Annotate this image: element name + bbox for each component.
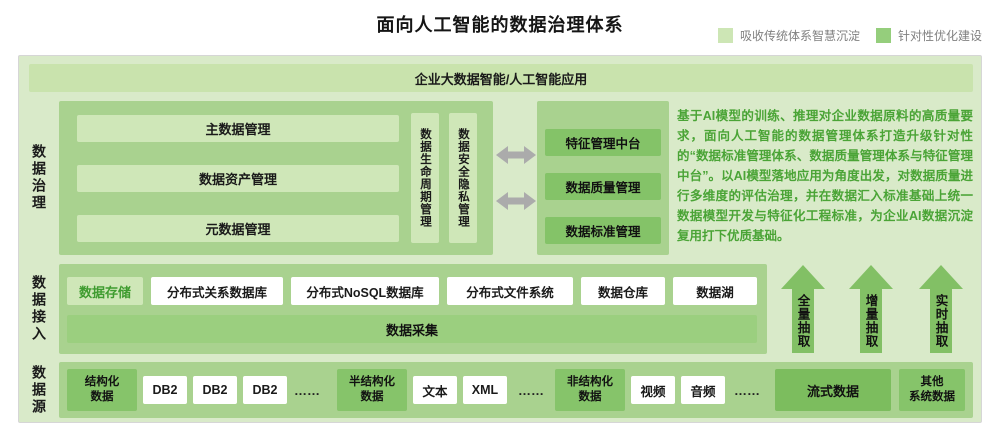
video-box: 视频	[631, 376, 675, 404]
data-asset-management-box: 数据资产管理	[77, 165, 399, 192]
governance-optimized-panel: 特征管理中台 数据质量管理 数据标准管理	[537, 101, 669, 255]
section-label-access: 数据接入	[27, 264, 51, 354]
application-layer-bar: 企业大数据智能/人工智能应用	[29, 64, 973, 92]
arrow-shaft: 实时抽取	[930, 289, 952, 353]
arrow-head	[849, 265, 893, 289]
ellipsis: ……	[734, 382, 760, 398]
governance-traditional-panel: 主数据管理 数据资产管理 元数据管理 数据生命周期管理 数据安全隐私管理	[59, 101, 493, 255]
data-quality-management-box: 数据质量管理	[545, 173, 661, 200]
data-lifecycle-management-bar: 数据生命周期管理	[411, 113, 439, 243]
legend-label-optimized: 针对性优化建设	[897, 29, 982, 43]
feature-management-platform-box: 特征管理中台	[545, 129, 661, 156]
data-lake-box: 数据湖	[673, 277, 757, 305]
ellipsis: ……	[294, 382, 320, 398]
arrow-shaft: 增量抽取	[860, 289, 882, 353]
legend: 吸收传统体系智慧沉淀 针对性优化建设	[717, 27, 982, 44]
incremental-extraction-arrow-icon: 增量抽取	[849, 265, 893, 353]
section-label-source-text: 数据源	[31, 364, 47, 416]
realtime-extraction-label: 实时抽取	[933, 294, 948, 348]
page-title: 面向人工智能的数据治理体系	[376, 15, 624, 35]
diagram-container: 企业大数据智能/人工智能应用 数据治理 主数据管理 数据资产管理 元数据管理 数…	[18, 55, 982, 423]
distributed-relational-db-box: 分布式关系数据库	[151, 277, 283, 305]
section-label-source: 数据源	[27, 362, 51, 418]
data-security-privacy-bar: 数据安全隐私管理	[449, 113, 477, 243]
xml-box: XML	[463, 376, 507, 404]
legend-label-traditional: 吸收传统体系智慧沉淀	[739, 29, 860, 43]
full-extraction-label: 全量抽取	[795, 294, 810, 348]
db2-box: DB2	[143, 376, 187, 404]
legend-item-optimized: 针对性优化建设	[875, 27, 982, 44]
audio-box: 音频	[681, 376, 725, 404]
incremental-extraction-label: 增量抽取	[863, 294, 878, 348]
legend-item-traditional: 吸收传统体系智慧沉淀	[717, 27, 860, 44]
legend-swatch-optimized	[875, 28, 891, 43]
arrow-head	[919, 265, 963, 289]
arrow-head	[781, 265, 825, 289]
db2-box: DB2	[243, 376, 287, 404]
data-standard-management-box: 数据标准管理	[545, 217, 661, 244]
governance-description: 基于AI模型的训练、推理对企业数据原料的高质量要求，面向人工智能的数据管理体系打…	[677, 109, 973, 243]
access-panel: 数据存储 分布式关系数据库 分布式NoSQL数据库 分布式文件系统 数据仓库 数…	[59, 264, 767, 354]
source-panel: 结构化 数据 DB2 DB2 DB2 …… 半结构化 数据 文本 XML …… …	[59, 362, 973, 418]
distributed-nosql-db-box: 分布式NoSQL数据库	[291, 277, 439, 305]
other-system-data-box: 其他 系统数据	[899, 369, 965, 411]
streaming-data-box: 流式数据	[775, 369, 891, 411]
ellipsis: ……	[518, 382, 544, 398]
semi-structured-data-label: 半结构化 数据	[337, 369, 407, 411]
section-label-access-text: 数据接入	[31, 275, 47, 343]
data-lifecycle-management-text: 数据生命周期管理	[419, 128, 431, 228]
arrow-shaft: 全量抽取	[792, 289, 814, 353]
data-collection-bar: 数据采集	[67, 315, 757, 343]
bidirectional-arrow-icon	[496, 146, 536, 164]
text-box: 文本	[413, 376, 457, 404]
data-security-privacy-text: 数据安全隐私管理	[457, 128, 469, 228]
distributed-file-system-box: 分布式文件系统	[447, 277, 573, 305]
realtime-extraction-arrow-icon: 实时抽取	[919, 265, 963, 353]
master-data-management-box: 主数据管理	[77, 115, 399, 142]
legend-swatch-traditional	[717, 28, 733, 43]
section-label-governance-text: 数据治理	[31, 144, 47, 212]
full-extraction-arrow-icon: 全量抽取	[781, 265, 825, 353]
unstructured-data-label: 非结构化 数据	[555, 369, 625, 411]
data-storage-label: 数据存储	[67, 277, 143, 305]
section-label-governance: 数据治理	[27, 101, 51, 255]
bidirectional-arrow-icon	[496, 192, 536, 210]
db2-box: DB2	[193, 376, 237, 404]
data-warehouse-box: 数据仓库	[581, 277, 665, 305]
metadata-management-box: 元数据管理	[77, 215, 399, 242]
structured-data-label: 结构化 数据	[67, 369, 137, 411]
